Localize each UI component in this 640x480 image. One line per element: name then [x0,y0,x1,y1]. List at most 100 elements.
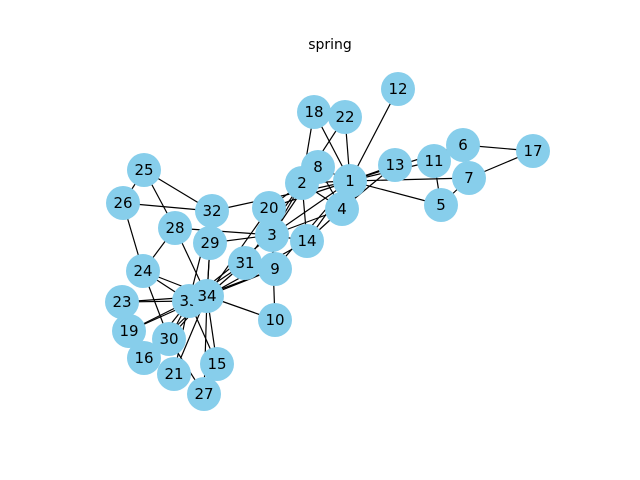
node-label: 16 [134,349,153,367]
node-label: 1 [345,172,355,190]
node-circle [516,134,550,168]
node-circle [228,246,262,280]
node-circle [127,153,161,187]
node-label: 31 [235,254,254,272]
node-circle [157,357,191,391]
node-circle [190,279,224,313]
node-label: 30 [159,330,178,348]
edge-1-12 [349,88,399,182]
node-circle [126,254,160,288]
node-label: 4 [337,200,347,218]
node-10: 10 [258,303,292,337]
node-circle [297,95,331,129]
node-circle [446,128,480,162]
node-circle [187,377,221,411]
node-label: 20 [259,199,278,217]
node-22: 22 [328,100,362,134]
node-label: 13 [385,156,404,174]
node-28: 28 [158,211,192,245]
node-circle [258,303,292,337]
node-14: 14 [290,224,324,258]
node-21: 21 [157,357,191,391]
node-label: 21 [164,365,183,383]
node-circle [333,164,367,198]
node-circle [424,188,458,222]
node-label: 8 [313,158,323,176]
node-15: 15 [200,347,234,381]
node-label: 7 [464,169,474,187]
node-circle [325,192,359,226]
node-circle [127,341,161,375]
node-label: 24 [133,262,152,280]
node-circle [193,226,227,260]
node-circle [105,285,139,319]
node-circle [106,186,140,220]
node-label: 22 [335,108,354,126]
node-label: 9 [270,260,280,278]
node-25: 25 [127,153,161,187]
node-31: 31 [228,246,262,280]
node-circle [378,148,412,182]
node-label: 3 [267,226,277,244]
node-29: 29 [193,226,227,260]
node-label: 26 [113,194,132,212]
node-label: 32 [202,202,221,220]
node-circle [195,194,229,228]
node-30: 30 [152,322,186,356]
node-circle [301,150,335,184]
node-circle [328,100,362,134]
node-label: 12 [388,80,407,98]
node-label: 18 [304,103,323,121]
node-label: 5 [436,196,446,214]
node-circle [112,314,146,348]
node-8: 8 [301,150,335,184]
node-label: 19 [119,322,138,340]
node-13: 13 [378,148,412,182]
node-1: 1 [333,164,367,198]
node-label: 17 [523,142,542,160]
node-circle [200,347,234,381]
node-label: 25 [134,161,153,179]
node-circle [152,322,186,356]
node-32: 32 [195,194,229,228]
node-circle [158,211,192,245]
node-circle [255,218,289,252]
node-label: 6 [458,136,468,154]
node-24: 24 [126,254,160,288]
node-20: 20 [252,191,286,225]
node-label: 29 [200,234,219,252]
node-label: 34 [197,287,216,305]
node-17: 17 [516,134,550,168]
node-6: 6 [446,128,480,162]
node-label: 11 [424,152,443,170]
node-circle [258,252,292,286]
node-7: 7 [452,161,486,195]
node-11: 11 [417,144,451,178]
node-12: 12 [381,72,415,106]
node-26: 26 [106,186,140,220]
node-23: 23 [105,285,139,319]
node-circle [381,72,415,106]
node-16: 16 [127,341,161,375]
node-label: 14 [297,232,316,250]
node-circle [417,144,451,178]
node-5: 5 [424,188,458,222]
node-circle [290,224,324,258]
node-label: 2 [297,174,307,192]
node-label: 10 [265,311,284,329]
node-9: 9 [258,252,292,286]
node-19: 19 [112,314,146,348]
node-label: 23 [112,293,131,311]
node-label: 27 [194,385,213,403]
node-34: 34 [190,279,224,313]
node-label: 28 [165,219,184,237]
node-label: 15 [207,355,226,373]
figure-title: spring [308,37,352,53]
node-circle [252,191,286,225]
edge-1-7 [349,177,470,182]
node-3: 3 [255,218,289,252]
node-4: 4 [325,192,359,226]
node-27: 27 [187,377,221,411]
